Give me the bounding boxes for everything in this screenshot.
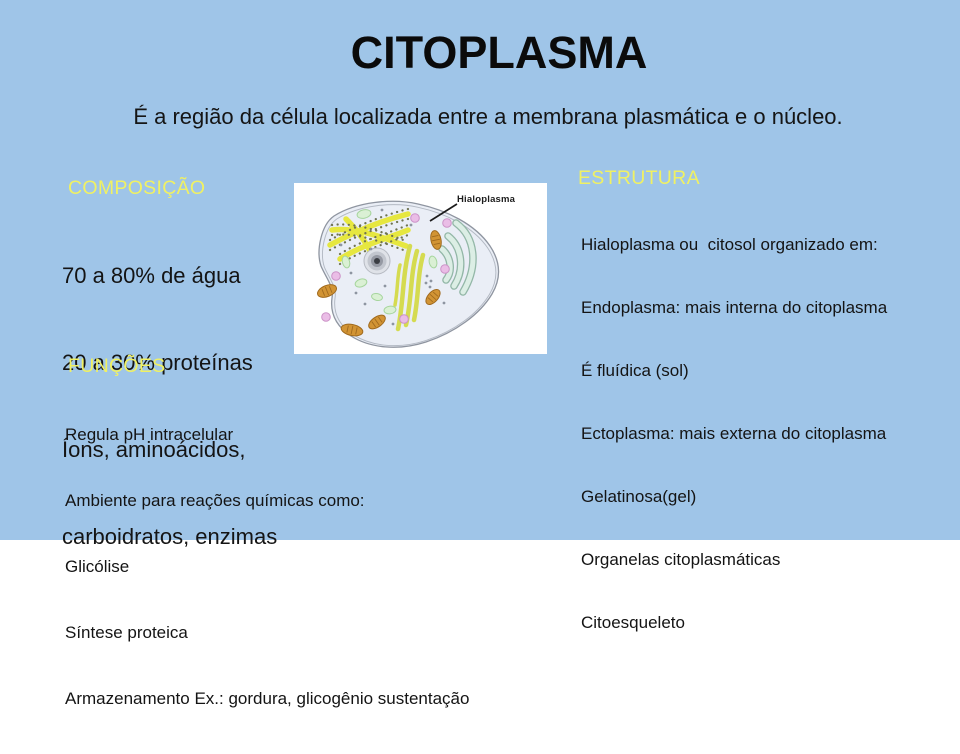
estrutura-line: É fluídica (sol) — [581, 361, 689, 380]
smooth-er — [438, 219, 477, 296]
estrutura-line: Gelatinosa(gel) — [581, 487, 697, 506]
estrutura-line: Ectoplasma: mais externa do citoplasma — [581, 424, 887, 443]
green-vesicles — [341, 209, 438, 315]
funcoes-line: Glicólise — [65, 557, 130, 576]
centriole — [363, 247, 391, 275]
slide-canvas: CITOPLASMA É a região da célula localiza… — [0, 0, 960, 708]
cell-diagram — [317, 200, 500, 348]
cell-inner-membrane — [322, 204, 497, 347]
hialoplasma-pointer-line — [429, 203, 458, 222]
pink-vesicles — [321, 213, 452, 324]
slide-title: CITOPLASMA — [350, 27, 648, 78]
estrutura-line: Citoesqueleto — [581, 613, 685, 632]
estrutura-line: Endoplasma: mais interna do citoplasma — [581, 298, 888, 317]
composicao-line: Íons, aminoácidos, — [62, 437, 246, 462]
estrutura-header: ESTRUTURA — [578, 167, 700, 189]
composicao-line: 70 a 80% de água — [62, 263, 241, 288]
funcoes-line: Ambiente para reações químicas como: — [65, 491, 365, 510]
mitochondrion — [340, 323, 364, 337]
mitochondrion — [430, 230, 442, 250]
estrutura-line: Hialoplasma ou citosol organizado em: — [581, 235, 878, 254]
estrutura-list: Hialoplasma ou citosol organizado em: En… — [581, 192, 887, 675]
cytosol-granules — [339, 208, 446, 326]
hialoplasma-label: Hialoplasma — [457, 194, 516, 205]
funcoes-header: FUNÇÕES — [68, 355, 166, 377]
composicao-list: 70 a 80% de água 20 a 30% proteínas Íons… — [62, 203, 277, 609]
estrutura-line: Organelas citoplasmáticas — [581, 550, 781, 569]
mitochondrion — [317, 284, 337, 298]
mitochondrion — [368, 314, 386, 330]
funcoes-line: Regula pH intracelular — [65, 425, 234, 444]
mitochondrion — [425, 289, 441, 305]
cell-diagram-image: Hialoplasma — [294, 183, 547, 354]
slide-subtitle: É a região da célula localizada entre a … — [133, 104, 843, 129]
mitochondria — [317, 230, 442, 337]
funcoes-list: Regula pH intracelular Ambiente para rea… — [65, 380, 469, 754]
composicao-line: 20 a 30% proteínas — [62, 350, 253, 375]
funcoes-line: Armazenamento Ex.: gordura, glicogênio s… — [65, 689, 470, 708]
funcoes-line: Síntese proteica — [65, 623, 188, 642]
composicao-header: COMPOSIÇÃO — [68, 177, 206, 199]
ribosome-dots — [328, 207, 410, 266]
rough-er — [327, 207, 411, 266]
